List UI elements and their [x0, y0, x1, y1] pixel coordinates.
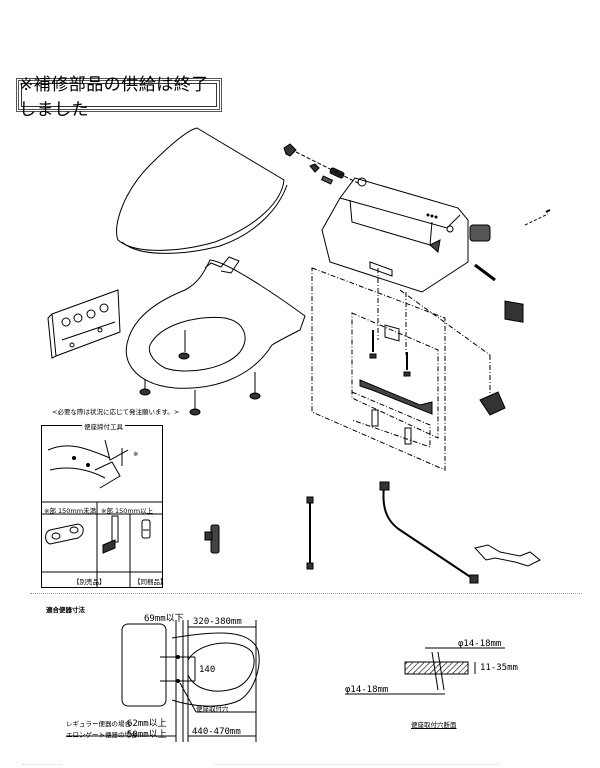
- footer-dots-left: [22, 764, 62, 767]
- bowl-outline: [171, 632, 260, 707]
- exploded-parts-diagram: [41, 127, 551, 588]
- spanner-wrench: [474, 544, 541, 567]
- tank-outline: [121, 623, 167, 707]
- tool-illustration: [47, 439, 129, 489]
- tool-table-lines: [41, 501, 163, 588]
- toilet-seat: [125, 256, 306, 416]
- water-supply-hose: [306, 496, 314, 570]
- col1-footer: 【別売品】: [73, 578, 106, 586]
- mounting-plate-assembly: [311, 267, 491, 471]
- section-dia-bottom: φ14-18mm: [345, 685, 389, 695]
- main-body-unit: [321, 177, 469, 342]
- branch-valve: [204, 524, 220, 554]
- section-thickness: 11-35mm: [480, 663, 518, 673]
- bowl-inner: [187, 642, 255, 692]
- dim-320-380: 320-380mm: [193, 617, 242, 627]
- footer-dots-right: [215, 764, 500, 767]
- tool-table-icons: [45, 515, 151, 554]
- dim-440-470: 440-470mm: [192, 727, 241, 737]
- notice-inner-border: [21, 83, 217, 107]
- regular-label: レギュラー便器の場合: [66, 720, 131, 728]
- tool-label: 便座締付工具: [82, 421, 125, 431]
- side-parts: [469, 209, 551, 323]
- toilet-lid: [116, 127, 288, 254]
- col2-footer: 【同梱品】: [134, 578, 167, 586]
- filter-part: [479, 391, 506, 416]
- col2-header: ※部 150mm以上: [101, 507, 154, 515]
- regular-value: 62mm以上: [127, 719, 167, 729]
- mounting-base-plate: [359, 330, 433, 445]
- section-divider: [30, 593, 582, 594]
- remote-control: [47, 289, 121, 359]
- hole-label: 便座取付穴: [196, 705, 229, 713]
- dim-69: 69mm以下: [144, 614, 184, 624]
- dimensions-title: 適合便器寸法: [46, 606, 85, 614]
- notice-text: ※補修部品の供給は終了しました: [19, 75, 209, 120]
- discontinued-notice: ※補修部品の供給は終了しました: [16, 75, 222, 120]
- dim-140: 140: [199, 665, 216, 675]
- flexible-hose: [379, 481, 479, 584]
- section-caption: 便座取付穴断面: [411, 721, 457, 729]
- section-dia-top: φ14-18mm: [458, 639, 502, 649]
- elongated-value: 50mm以上: [127, 730, 167, 740]
- col1-header: ※部 150mm未満: [44, 507, 97, 515]
- hinge-parts: [283, 143, 361, 185]
- tool-note-heading: <必要な際は状況に応じて発注願います。>: [52, 408, 180, 416]
- elongated-label: エロンゲート便器の場合: [66, 731, 138, 739]
- marker: ※: [133, 450, 139, 458]
